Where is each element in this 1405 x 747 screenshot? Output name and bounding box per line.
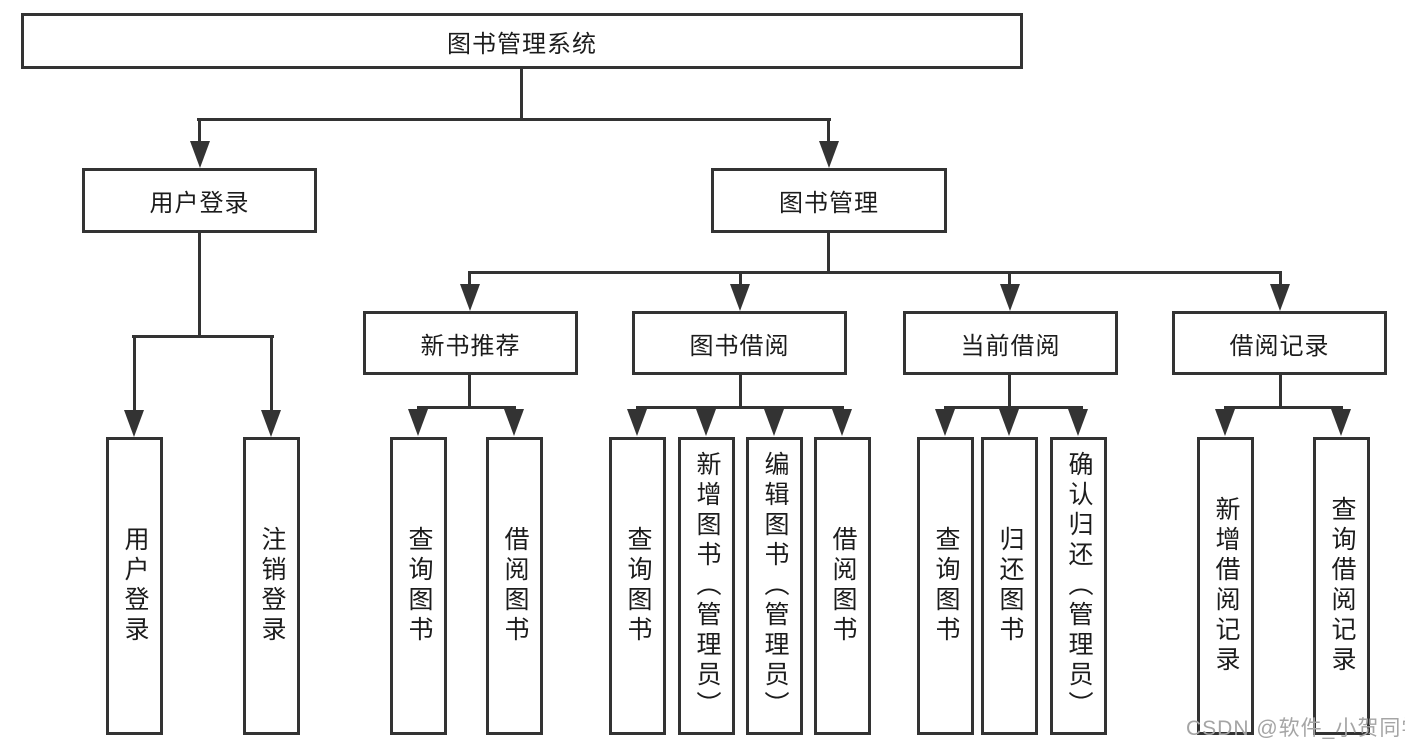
node-label: 借阅记录 xyxy=(1229,332,1330,360)
connector-line xyxy=(197,118,831,121)
leaf-add-books-admin: 新增图书（管理员） xyxy=(678,437,735,735)
arrow-down-icon xyxy=(935,409,955,436)
arrow-down-icon xyxy=(408,409,428,436)
arrow-down-icon xyxy=(460,284,480,311)
connector-line xyxy=(468,271,471,285)
connector-line xyxy=(198,118,201,146)
leaf-query-books-current: 查询图书 xyxy=(917,437,974,735)
arrow-down-icon xyxy=(832,409,852,436)
node-label: 用户登录 xyxy=(121,526,149,646)
arrow-down-icon xyxy=(1068,409,1088,436)
node-label: 查询图书 xyxy=(405,526,433,646)
node-user-login: 用户登录 xyxy=(82,168,317,233)
arrow-down-icon xyxy=(764,409,784,436)
connector-line xyxy=(944,406,1083,409)
connector-line xyxy=(133,335,136,413)
connector-line xyxy=(468,375,471,408)
connector-line xyxy=(636,406,844,409)
leaf-borrow-books-recommend: 借阅图书 xyxy=(486,437,543,735)
connector-line xyxy=(469,271,1282,274)
arrow-down-icon xyxy=(730,284,750,311)
leaf-edit-books-admin: 编辑图书（管理员） xyxy=(746,437,803,735)
leaf-user-login: 用户登录 xyxy=(106,437,163,735)
node-label: 归还图书 xyxy=(996,526,1024,646)
node-book-management: 图书管理 xyxy=(711,168,947,233)
node-label: 新增图书（管理员） xyxy=(693,451,721,721)
arrow-down-icon xyxy=(1270,284,1290,311)
node-label: 图书管理系统 xyxy=(447,30,597,58)
connector-line xyxy=(417,406,516,409)
leaf-query-borrow-record: 查询借阅记录 xyxy=(1313,437,1370,735)
arrow-down-icon xyxy=(504,409,524,436)
arrow-down-icon xyxy=(124,410,144,437)
leaf-borrow-books: 借阅图书 xyxy=(814,437,871,735)
node-label: 查询图书 xyxy=(624,526,652,646)
arrow-down-icon xyxy=(696,409,716,436)
csdn-watermark: CSDN @软件_小贺同学 xyxy=(1186,717,1405,740)
connector-line xyxy=(1279,271,1282,285)
connector-line xyxy=(1008,271,1011,285)
node-book-borrowing: 图书借阅 xyxy=(632,311,847,375)
connector-line xyxy=(1008,375,1011,408)
connector-line xyxy=(520,69,523,118)
node-label: 用户登录 xyxy=(149,190,250,217)
node-current-borrowing: 当前借阅 xyxy=(903,311,1118,375)
arrow-down-icon xyxy=(1215,409,1235,436)
connector-line xyxy=(827,233,830,274)
node-label: 确认归还（管理员） xyxy=(1065,451,1093,721)
arrow-down-icon xyxy=(999,409,1019,436)
node-label: 新书推荐 xyxy=(420,332,521,360)
connector-line xyxy=(1224,406,1343,409)
connector-line xyxy=(739,375,742,408)
arrow-down-icon xyxy=(190,141,210,168)
leaf-query-books-recommend: 查询图书 xyxy=(390,437,447,735)
connector-line xyxy=(270,335,273,413)
node-label: 借阅图书 xyxy=(501,526,529,646)
arrow-down-icon xyxy=(1000,284,1020,311)
connector-line xyxy=(827,118,830,146)
arrow-down-icon xyxy=(819,141,839,168)
leaf-confirm-return-admin: 确认归还（管理员） xyxy=(1050,437,1107,735)
node-label: 查询借阅记录 xyxy=(1328,496,1356,676)
arrow-down-icon xyxy=(627,409,647,436)
node-label: 当前借阅 xyxy=(960,332,1061,360)
arrow-down-icon xyxy=(261,410,281,437)
node-label: 编辑图书（管理员） xyxy=(761,451,789,721)
leaf-return-books: 归还图书 xyxy=(981,437,1038,735)
node-label: 图书借阅 xyxy=(689,332,790,360)
node-label: 新增借阅记录 xyxy=(1212,496,1240,676)
connector-line xyxy=(1279,375,1282,408)
node-borrowing-records: 借阅记录 xyxy=(1172,311,1387,375)
connector-line xyxy=(739,271,742,285)
node-label: 图书管理 xyxy=(779,190,879,217)
leaf-add-borrow-record: 新增借阅记录 xyxy=(1197,437,1254,735)
leaf-query-books-borrowing: 查询图书 xyxy=(609,437,666,735)
node-new-book-recommend: 新书推荐 xyxy=(363,311,578,375)
connector-line xyxy=(198,233,201,337)
node-label: 注销登录 xyxy=(258,526,286,646)
node-library-management-system: 图书管理系统 xyxy=(21,13,1023,69)
leaf-logout: 注销登录 xyxy=(243,437,300,735)
connector-line xyxy=(132,335,274,338)
node-label: 查询图书 xyxy=(932,526,960,646)
node-label: 借阅图书 xyxy=(829,526,857,646)
arrow-down-icon xyxy=(1331,409,1351,436)
